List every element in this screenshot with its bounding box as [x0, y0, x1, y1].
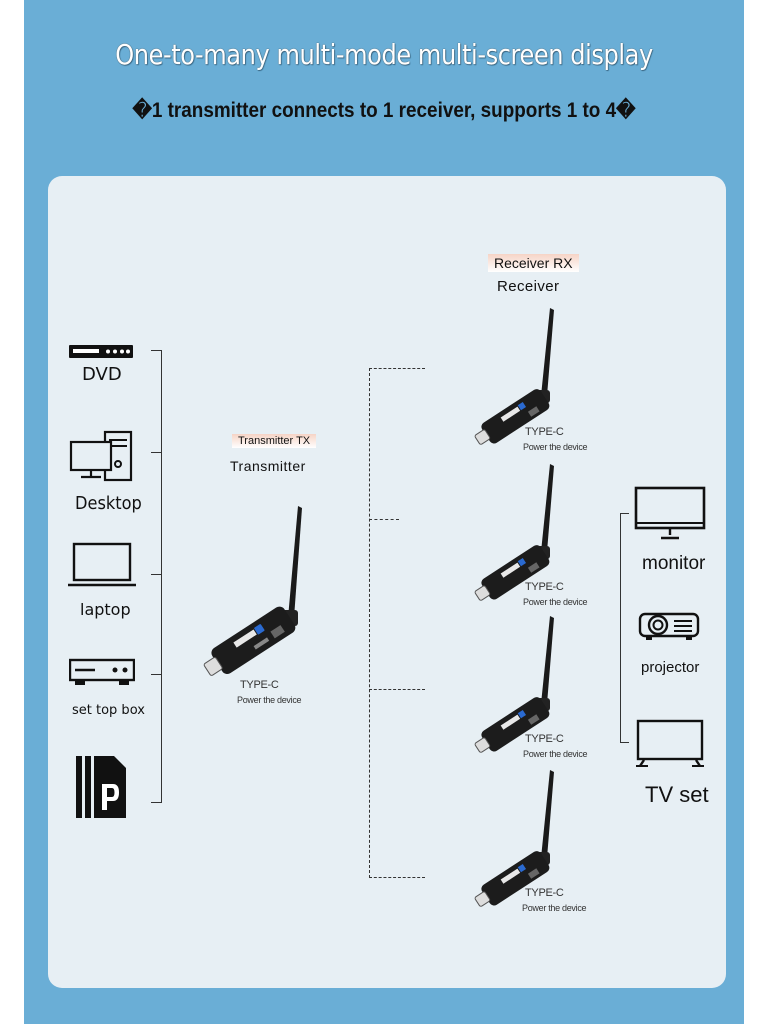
source-bracket-vertical	[161, 350, 162, 803]
page-title: One-to-many multi-mode multi-screen disp…	[115, 38, 653, 71]
receiver-3-port-label: TYPE-C	[525, 733, 564, 745]
source-label-desktop: Desktop	[75, 493, 142, 514]
receiver-2-port-note: Power the device	[523, 597, 588, 607]
dvd-player-icon	[69, 345, 133, 358]
receiver-1-port-note: Power the device	[523, 442, 588, 452]
receiver-dashed-tick-1	[369, 368, 425, 369]
transmitter-port-note: Power the device	[237, 695, 302, 705]
source-label-dvd: DVD	[82, 364, 122, 385]
display-bracket-tick-top	[620, 513, 629, 514]
page-subtitle: �1 transmitter connects to 1 receiver, s…	[132, 99, 636, 122]
display-bracket-tick-bottom	[620, 742, 629, 743]
receiver-dongle-icon	[474, 616, 554, 753]
source-bracket-tick-settop	[151, 674, 162, 675]
receiver-1-port-label: TYPE-C	[525, 426, 564, 438]
display-label-monitor: monitor	[642, 553, 706, 574]
receiver-label: Receiver	[497, 278, 560, 295]
source-bracket-tick-laptop	[151, 574, 162, 575]
receiver-tag: Receiver RX	[488, 254, 579, 272]
source-bracket-tick-dvd	[151, 350, 162, 351]
receiver-dashed-tick-2	[369, 519, 399, 520]
source-bracket-tick-p	[151, 802, 162, 803]
receiver-dongle-icon	[474, 308, 554, 445]
receiver-2-port-label: TYPE-C	[525, 581, 564, 593]
transmitter-label: Transmitter	[230, 458, 306, 474]
display-bracket-vertical	[620, 513, 621, 743]
source-label-laptop: laptop	[80, 600, 131, 619]
source-label-set-top-box: set top box	[72, 703, 145, 718]
laptop-icon	[68, 542, 136, 587]
receiver-3-port-note: Power the device	[523, 749, 588, 759]
projector-icon	[638, 612, 700, 640]
receiver-dashed-tick-4	[369, 877, 425, 878]
desktop-computer-icon	[69, 430, 133, 482]
tv-icon	[636, 719, 704, 767]
receiver-dashed-tick-3	[369, 689, 425, 690]
transmitter-dongle-icon	[203, 506, 302, 676]
display-label-projector: projector	[641, 659, 700, 676]
receiver-4-port-label: TYPE-C	[525, 887, 564, 899]
source-bracket-tick-desktop	[151, 452, 162, 453]
diagram-panel	[48, 176, 726, 988]
receiver-dongle-icon	[474, 464, 554, 601]
receiver-dashed-bracket	[369, 368, 370, 878]
receiver-4-port-note: Power the device	[522, 903, 587, 913]
transmitter-port-label: TYPE-C	[240, 679, 279, 691]
transmitter-tag: Transmitter TX	[232, 434, 317, 448]
parking-sign-icon	[76, 756, 126, 818]
set-top-box-icon	[69, 658, 135, 685]
monitor-icon	[634, 486, 706, 540]
display-label-tv-set: TV set	[645, 782, 709, 807]
receiver-dongle-icon	[474, 770, 554, 907]
